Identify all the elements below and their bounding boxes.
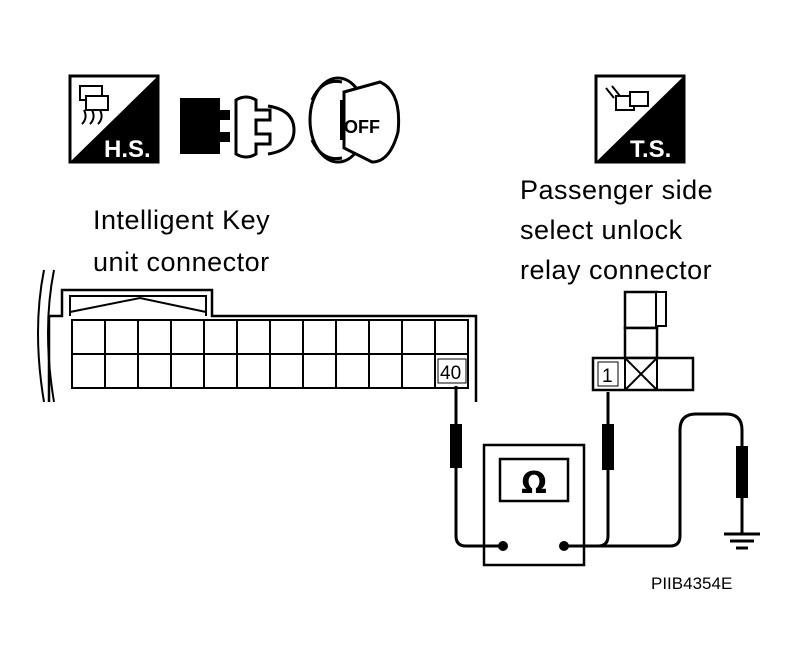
relay-label-line2: select unlock bbox=[520, 215, 683, 245]
pin-40-label: 40 bbox=[437, 358, 467, 384]
pin-1-label: 1 bbox=[597, 361, 619, 387]
connector-cavity bbox=[137, 319, 172, 355]
svg-text:Ω: Ω bbox=[521, 466, 547, 501]
intelligent-key-label-line1: Intelligent Key bbox=[93, 205, 271, 235]
connector-cavity bbox=[302, 319, 337, 355]
connector-cavity bbox=[434, 353, 469, 389]
svg-text:OFF: OFF bbox=[344, 117, 380, 137]
connector-cavity bbox=[71, 319, 106, 355]
relay-label-line3: relay connector bbox=[520, 255, 713, 285]
connector-cavity bbox=[368, 353, 403, 389]
harness-side-icon: H.S. bbox=[68, 74, 160, 164]
connector-cavity bbox=[203, 353, 238, 389]
connector-cavity bbox=[236, 319, 271, 355]
connector-cavity bbox=[236, 353, 271, 389]
connector-cavity bbox=[269, 353, 304, 389]
svg-text:1: 1 bbox=[602, 366, 613, 387]
connector-cavity bbox=[401, 319, 436, 355]
ignition-off-icon: OFF bbox=[308, 76, 401, 164]
connector-cavity bbox=[137, 353, 172, 389]
connector-cavity bbox=[401, 353, 436, 389]
svg-text:40: 40 bbox=[440, 363, 461, 384]
connector-cavity bbox=[104, 353, 139, 389]
connector-cavity bbox=[302, 353, 337, 389]
disconnect-icon bbox=[180, 95, 296, 159]
connector-cavity bbox=[335, 353, 370, 389]
terminal-side-icon: T.S. bbox=[594, 74, 686, 164]
connector-cavity bbox=[335, 319, 370, 355]
intelligent-key-label-line2: unit connector bbox=[93, 247, 270, 277]
ground-lead bbox=[564, 412, 748, 548]
connector-cavity bbox=[269, 319, 304, 355]
connector-cavity bbox=[368, 319, 403, 355]
relay-label-line1: Passenger side bbox=[520, 175, 714, 205]
figure-code: PIIB4354E bbox=[651, 574, 733, 593]
connector-cavity bbox=[71, 353, 106, 389]
svg-text:H.S.: H.S. bbox=[104, 136, 151, 163]
test-probe-pin-40 bbox=[450, 386, 503, 548]
connector-cavity bbox=[203, 319, 238, 355]
ground-icon bbox=[724, 532, 760, 550]
connector-cavity bbox=[434, 319, 469, 355]
connector-cavity bbox=[170, 353, 205, 389]
connector-cavity bbox=[104, 319, 139, 355]
intelligent-key-unit-connector bbox=[37, 269, 478, 403]
connector-cavity bbox=[170, 319, 205, 355]
svg-text:T.S.: T.S. bbox=[630, 136, 671, 163]
